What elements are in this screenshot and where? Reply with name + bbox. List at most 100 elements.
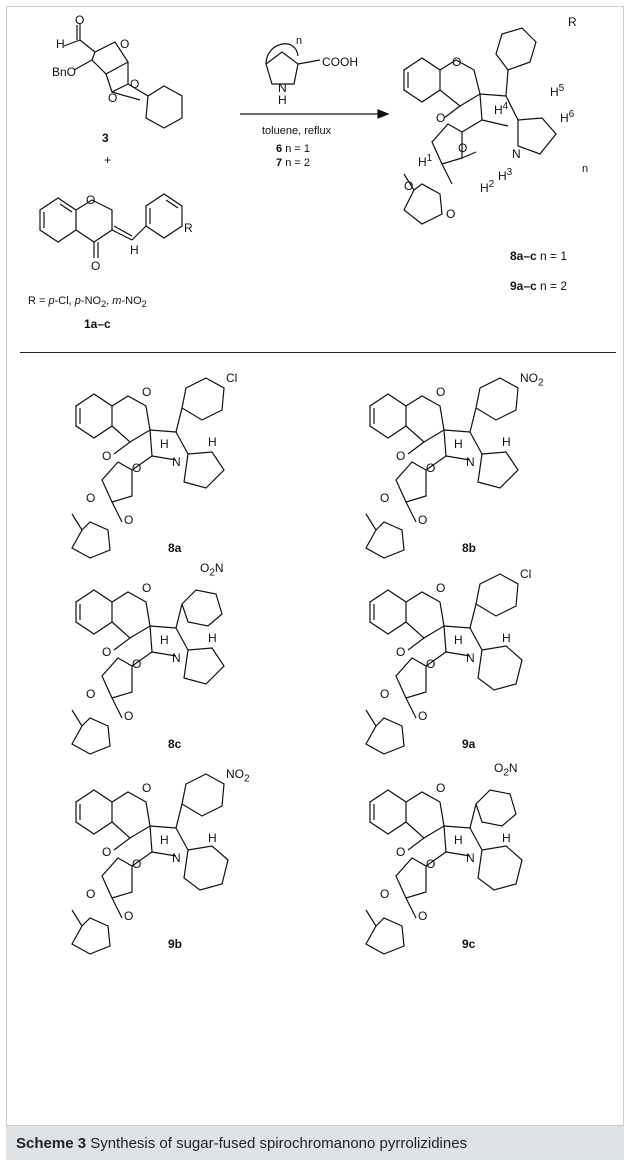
- atom-o-gen-chroman: O: [452, 55, 462, 69]
- cooh-label: COOH: [322, 55, 358, 69]
- atom-h-spiro: H: [454, 633, 463, 647]
- caption-label: Scheme 3: [16, 1135, 87, 1152]
- atom-h-spiro: H: [160, 437, 169, 451]
- compound-label-1a-c: 1a–c: [84, 317, 111, 331]
- substituent-8c: O2N: [200, 561, 224, 579]
- atom-o-ketone: O: [91, 259, 101, 273]
- compound-label-9a-c: 9a–c n = 2: [510, 279, 568, 293]
- h5-label: H5: [550, 83, 565, 99]
- atom-o-ketal1: O: [86, 491, 96, 505]
- atom-o-furan: O: [426, 461, 436, 475]
- atom-o-ring: O: [120, 37, 130, 51]
- scheme-frame: [6, 6, 624, 1126]
- compound-label-8b: 8b: [462, 541, 477, 555]
- atom-o-ketone: O: [102, 449, 112, 463]
- atom-o-chroman: O: [142, 581, 152, 595]
- reagent-7: 7 n = 2: [276, 157, 310, 169]
- atom-h-spiro: H: [454, 437, 463, 451]
- atom-h-ring: H: [502, 435, 511, 449]
- atom-o-chroman: O: [436, 581, 446, 595]
- n-ring-label: n: [582, 163, 589, 175]
- atom-o-ketal1: O: [86, 887, 96, 901]
- nh-h-label: H: [278, 93, 287, 107]
- atom-o-chroman: O: [142, 781, 152, 795]
- scheme-divider: [20, 352, 616, 353]
- compound-label-9c: 9c: [462, 937, 476, 951]
- atom-o-gen-ketal1: O: [404, 179, 414, 193]
- h2-label: H2: [480, 179, 495, 195]
- reagent-6: 6 n = 1: [276, 143, 310, 155]
- n-atom-gen: N: [512, 147, 521, 161]
- product-9c-structure: [365, 789, 523, 955]
- atom-h-aldehyde: H: [56, 37, 65, 51]
- substituent-9a: Cl: [520, 567, 532, 581]
- atom-o-ketal2: O: [124, 513, 134, 527]
- product-8a-structure: [71, 377, 225, 559]
- atom-n: N: [466, 851, 475, 865]
- h6-label: H6: [560, 109, 575, 125]
- atom-h-spiro: H: [160, 633, 169, 647]
- atom-h-spiro: H: [454, 833, 463, 847]
- reaction-arrow: [240, 109, 390, 119]
- chromanone-structure: [39, 193, 183, 258]
- product-9a-structure: [365, 573, 523, 755]
- reaction-conditions: toluene, reflux: [262, 125, 332, 137]
- substituent-8a: Cl: [226, 371, 238, 385]
- compound-label-8c: 8c: [168, 737, 182, 751]
- atom-o-ketone: O: [396, 845, 406, 859]
- product-r-group: R: [568, 15, 577, 29]
- h3-label: H3: [498, 167, 513, 183]
- atom-o-furan: O: [132, 657, 142, 671]
- sugar-aldehyde-structure: [63, 24, 183, 129]
- r-group-chromanone: R: [184, 221, 193, 235]
- atom-n: N: [466, 455, 475, 469]
- atom-o-ketal2: O: [418, 513, 428, 527]
- product-9b-structure: [71, 773, 229, 955]
- atom-h-ring: H: [208, 831, 217, 845]
- bno-group: BnO: [52, 65, 77, 79]
- product-8b-structure: [365, 377, 519, 559]
- atom-n: N: [172, 851, 181, 865]
- atom-o-aldehyde: O: [75, 13, 85, 27]
- atom-o-ketal1: O: [380, 687, 390, 701]
- atom-o-ketone: O: [396, 449, 406, 463]
- atom-h-vinyl: H: [130, 243, 139, 257]
- compound-label-9a: 9a: [462, 737, 476, 751]
- atom-o-furan: O: [132, 461, 142, 475]
- atom-h-ring: H: [502, 831, 511, 845]
- atom-o-ketal2: O: [418, 709, 428, 723]
- general-product-structure: [403, 27, 557, 225]
- atom-h-spiro: H: [160, 833, 169, 847]
- atom-o-ketal1: O: [380, 491, 390, 505]
- atom-o-ketone: O: [396, 645, 406, 659]
- substituent-8b: NO2: [520, 371, 544, 389]
- scheme-caption: Scheme 3 Synthesis of sugar-fused spiroc…: [6, 1126, 624, 1160]
- compound-label-8a: 8a: [168, 541, 182, 555]
- ring-n-label: n: [296, 35, 303, 47]
- atom-o-chroman: O: [436, 781, 446, 795]
- atom-o-furan: O: [426, 657, 436, 671]
- atom-n: N: [172, 651, 181, 665]
- product-8c-structure: [71, 589, 225, 755]
- substituent-9c: O2N: [494, 761, 518, 779]
- atom-n: N: [466, 651, 475, 665]
- atom-o-chroman: O: [86, 193, 96, 207]
- atom-o-ketal1: O: [380, 887, 390, 901]
- atom-o-gen-ketone: O: [436, 111, 446, 125]
- atom-o-gen-ketal2: O: [446, 207, 456, 221]
- compound-label-3: 3: [102, 131, 109, 145]
- atom-h-ring: H: [502, 631, 511, 645]
- atom-o-ketal1: O: [86, 687, 96, 701]
- atom-o-ketal2: O: [124, 709, 134, 723]
- atom-h-ring: H: [208, 435, 217, 449]
- nh-label: N: [278, 81, 287, 95]
- atom-o-chroman: O: [436, 385, 446, 399]
- atom-o-ketal1: O: [130, 77, 140, 91]
- r-definition: R = p-Cl, p-NO2, m-NO2: [28, 295, 147, 310]
